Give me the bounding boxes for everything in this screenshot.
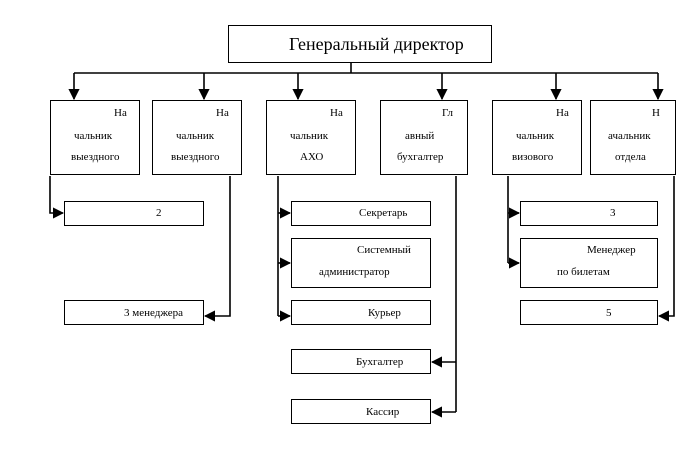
dept-departure-1-line-1: На [114, 107, 127, 119]
staff-ticket-manager-line-2: по билетам [557, 266, 610, 278]
staff-sysadmin-line-1: Системный [357, 244, 411, 256]
staff-2-label: 2 [156, 207, 162, 219]
director-box [228, 25, 492, 63]
link-depthead-staff5 [657, 176, 675, 322]
dept-box-aho [266, 100, 356, 175]
link-dept1-staff2 [49, 176, 65, 219]
staff-box-sysadmin [291, 238, 431, 288]
staff-ticket-manager-line-1: Менеджер [587, 244, 636, 256]
staff-cashier-label: Кассир [366, 406, 400, 418]
staff-box-5 [520, 300, 658, 325]
director-title: Генеральный директор [289, 34, 464, 54]
dept-visa-line-3: визового [512, 151, 554, 163]
staff-box-secretary [291, 201, 431, 226]
dept-aho-line-1: На [330, 107, 343, 119]
connector-lines [49, 63, 675, 418]
dept-departure-1-line-3: выездного [71, 151, 120, 163]
staff-5-label: 5 [606, 307, 612, 319]
staff-box-cashier [291, 399, 431, 424]
dept-departure-2-line-1: На [216, 107, 229, 119]
staff-3-label: 3 [610, 207, 616, 219]
dept-aho-line-3: АХО [300, 151, 324, 163]
dept-box-department-head [590, 100, 676, 175]
dept-box-departure-1 [50, 100, 140, 175]
staff-box-3 [520, 201, 658, 226]
dept-box-chief-accountant [380, 100, 468, 175]
staff-secretary-label: Секретарь [359, 207, 408, 219]
staff-box-3-managers [64, 300, 204, 325]
dept-aho-line-2: чальник [290, 130, 329, 142]
dept-departure-2-line-3: выездного [171, 151, 220, 163]
staff-3-managers-label: 3 менеджера [124, 307, 184, 319]
dept-visa-line-2: чальник [516, 130, 555, 142]
dept-box-visa [492, 100, 582, 175]
staff-box-accountant [291, 349, 431, 374]
dept-department-head-line-2: ачальник [608, 130, 651, 142]
staff-box-ticket-manager [520, 238, 658, 288]
dept-visa-line-1: На [556, 107, 569, 119]
dept-chief-accountant-line-2: авный [405, 130, 435, 142]
dept-department-head-line-1: Н [652, 107, 660, 119]
staff-box-2 [64, 201, 204, 226]
staff-box-courier [291, 300, 431, 325]
dept-departure-1-line-2: чальник [74, 130, 113, 142]
dept-chief-accountant-line-3: бухгалтер [397, 151, 444, 163]
staff-accountant-label: Бухгалтер [356, 356, 404, 368]
dept-departure-2-line-2: чальник [176, 130, 215, 142]
dept-box-departure-2 [152, 100, 242, 175]
staff-courier-label: Курьер [368, 307, 401, 319]
link-dept2-3managers [203, 176, 231, 322]
dept-department-head-line-3: отдела [615, 151, 646, 163]
dept-chief-accountant-line-1: Гл [442, 107, 454, 119]
staff-sysadmin-line-2: администратор [319, 266, 390, 278]
